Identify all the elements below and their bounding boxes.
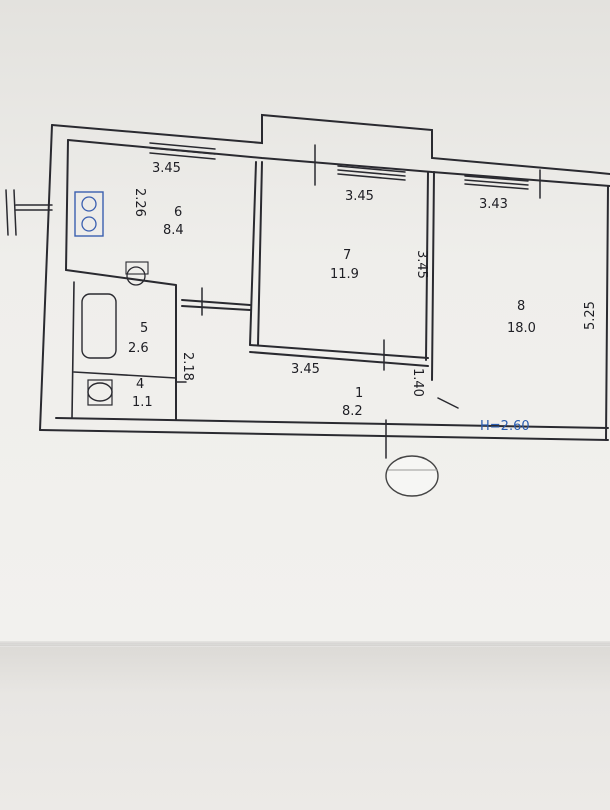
room-7-area: 11.9 — [330, 267, 359, 282]
sink-icon — [126, 266, 146, 286]
room-4-number: 4 — [136, 377, 145, 392]
paper-lower — [0, 645, 610, 810]
wall-room7-room8 — [425, 171, 435, 381]
room-1-number: 1 — [355, 386, 364, 401]
room-1-area: 8.2 — [342, 404, 363, 419]
room-8-area: 18.0 — [507, 321, 536, 336]
ceiling-height-note: H=2.60 — [480, 419, 530, 434]
outer-wall — [51, 113, 610, 175]
dim-room8-height: 5.25 — [583, 301, 598, 330]
dim-kitchen-width: 3.45 — [152, 161, 181, 176]
bath-room — [71, 281, 177, 419]
window-kitchen — [149, 142, 216, 160]
room-6-number: 6 — [174, 205, 183, 220]
window-room7 — [337, 165, 406, 181]
bathtub-icon — [81, 293, 117, 359]
stove-icon — [74, 191, 104, 237]
paper-upper — [0, 0, 610, 648]
dim-hall-height: 1.40 — [410, 368, 425, 397]
dim-room7-height: 3.45 — [414, 250, 429, 279]
dim-bath-height: 2.18 — [180, 352, 195, 381]
window-room8 — [464, 175, 529, 190]
room-4-area: 1.1 — [132, 395, 153, 410]
room-8-number: 8 — [517, 299, 526, 314]
dim-hall-width: 3.45 — [291, 362, 320, 377]
toilet-icon — [87, 382, 113, 402]
dim-room7-width: 3.45 — [345, 189, 374, 204]
room-5-area: 2.6 — [128, 341, 149, 356]
wall-kitchen-bottom — [65, 269, 177, 421]
room-5-number: 5 — [140, 321, 149, 336]
tape-fragment — [385, 455, 439, 497]
paper-fold — [0, 641, 610, 647]
room-6-area: 8.4 — [163, 223, 184, 238]
room-7-number: 7 — [343, 248, 352, 263]
wall-kitchen-room7 — [249, 161, 263, 346]
wall-room7-bottom — [249, 344, 429, 367]
dim-kitchen-height: 2.26 — [132, 188, 147, 217]
dim-room8-width: 3.43 — [479, 197, 508, 212]
